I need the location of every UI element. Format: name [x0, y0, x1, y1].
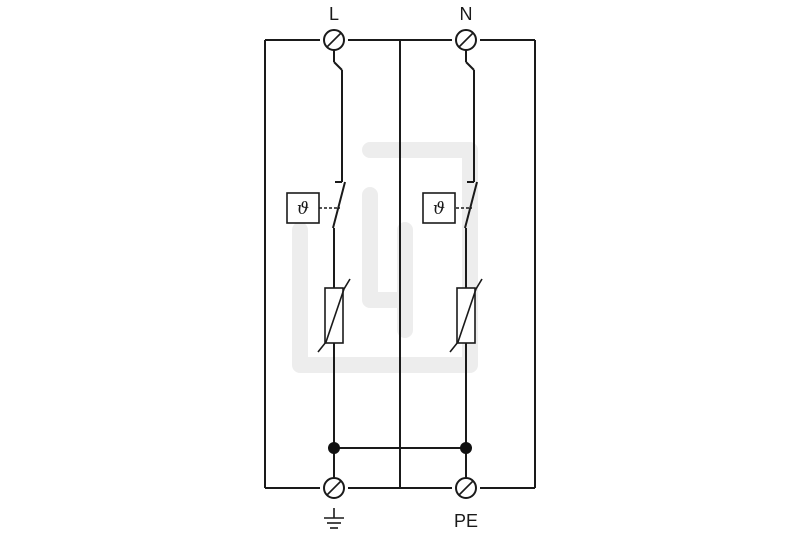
branch-l: ϑ: [286, 50, 351, 478]
thermal-disconnector-box: ϑ: [422, 192, 456, 224]
terminal-label-l: L: [329, 4, 339, 24]
screw-terminal-icon: [323, 29, 345, 51]
ground-symbol-icon: [324, 508, 344, 529]
terminal-label-n: N: [460, 4, 473, 24]
thermal-symbol: ϑ: [297, 199, 309, 219]
screw-terminal-icon: [455, 29, 477, 51]
thermal-switch-icon: [451, 181, 478, 229]
junction-dot: [328, 442, 340, 454]
thermal-switch-icon: [319, 181, 346, 229]
thermal-disconnector-box: ϑ: [286, 192, 320, 224]
junction-dot: [460, 442, 472, 454]
outer-frame: [264, 39, 536, 489]
screw-terminal-icon: [455, 477, 477, 499]
screw-terminal-icon: [323, 477, 345, 499]
watermark-logo: [292, 142, 478, 373]
thermal-symbol: ϑ: [433, 199, 445, 219]
varistor-icon: [317, 278, 351, 353]
branch-n: ϑ: [422, 50, 483, 478]
common-bus: [328, 442, 472, 454]
terminal-label-pe: PE: [454, 511, 478, 531]
